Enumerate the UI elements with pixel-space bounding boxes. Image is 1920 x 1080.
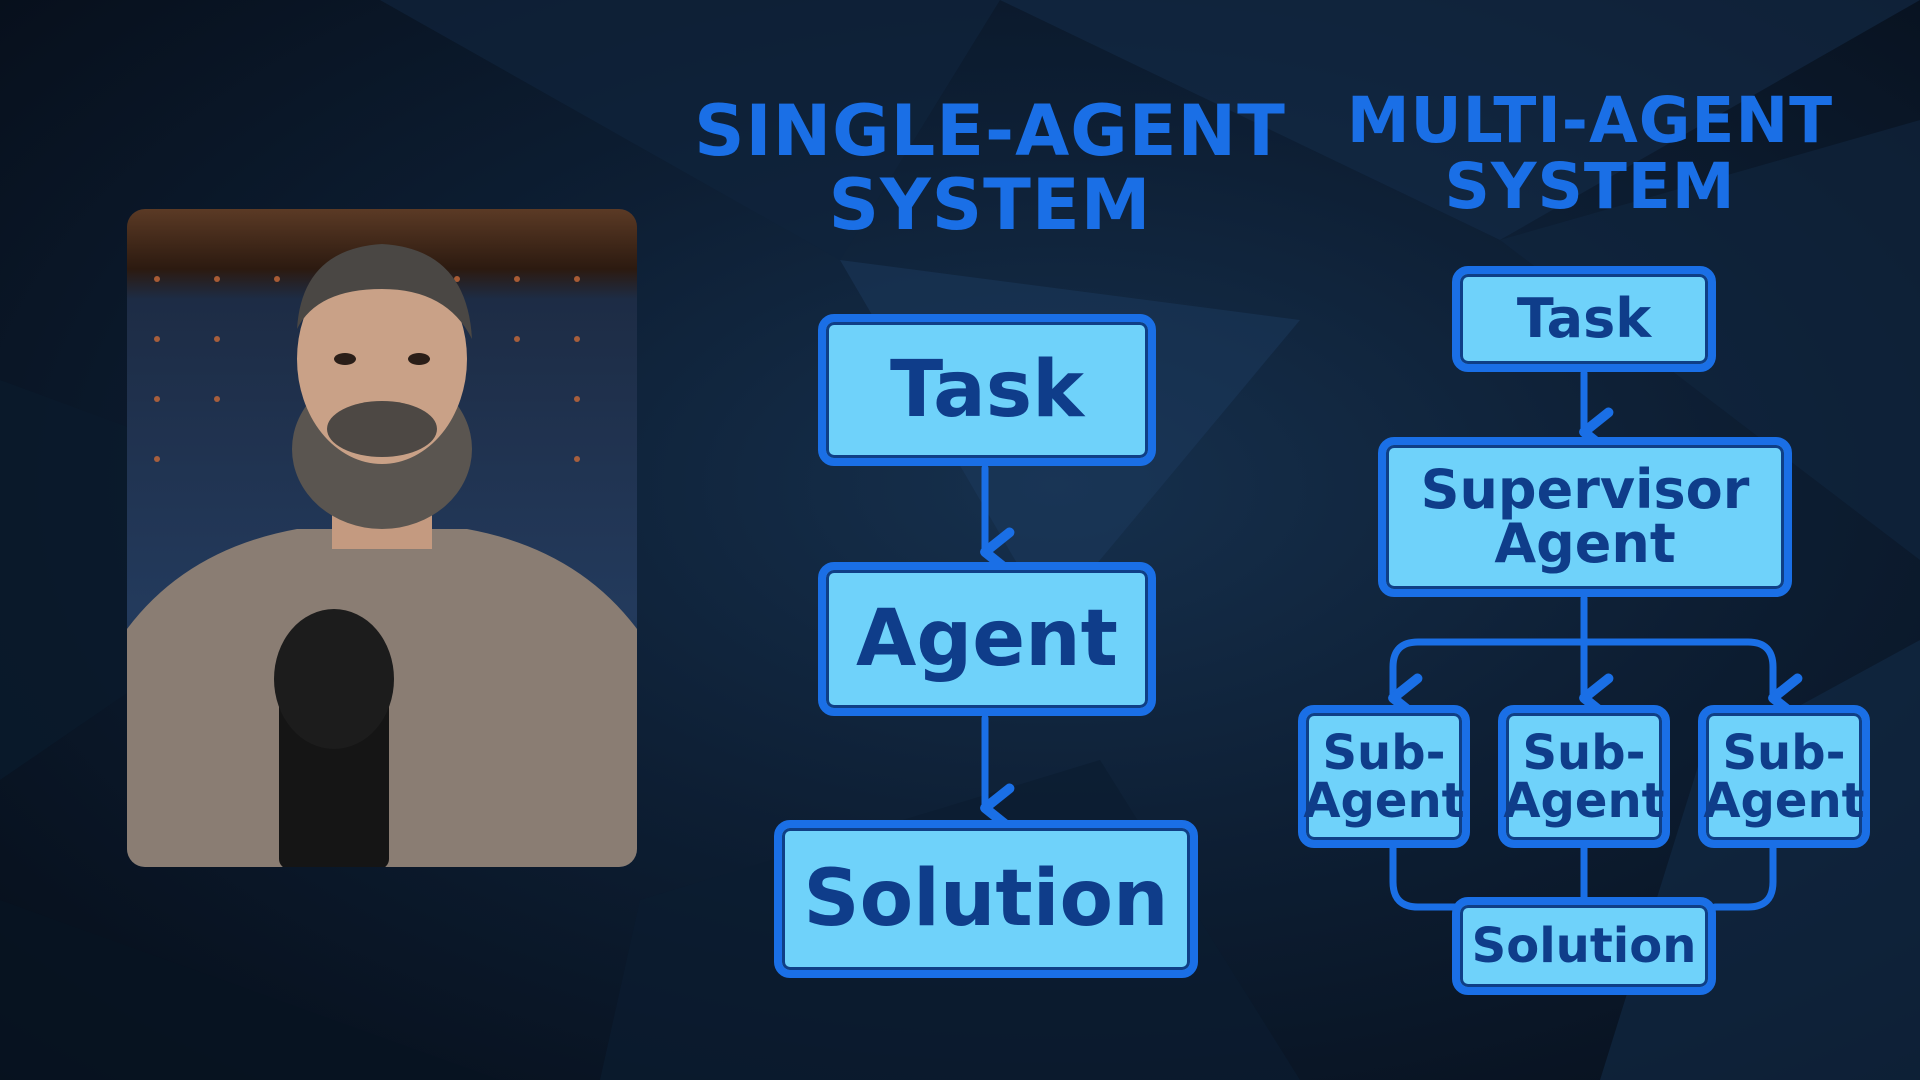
line-subagent-1-to-solution	[1389, 844, 1464, 911]
arrow-supervisor-to-subagent-1	[1388, 638, 1588, 723]
supervisor-agent-box: Supervisor Agent	[1378, 437, 1792, 597]
single-solution-box: Solution	[774, 820, 1198, 978]
subagent-box-1: Sub- Agent	[1298, 705, 1470, 848]
arrow-supervisor-to-subagent-3	[1580, 638, 1803, 723]
multi-agent-heading: MULTI-AGENT SYSTEM	[1346, 84, 1834, 224]
multi-task-box: Task	[1452, 266, 1716, 372]
multi-solution-box: Solution	[1452, 897, 1716, 995]
subagent-box-3: Sub- Agent	[1698, 705, 1870, 848]
presenter-video	[127, 209, 637, 867]
subagent-box-2: Sub- Agent	[1498, 705, 1670, 848]
line-subagent-3-to-solution	[1711, 844, 1777, 911]
single-agent-box: Agent	[818, 562, 1156, 716]
single-agent-heading: SINGLE-AGENT SYSTEM	[694, 90, 1286, 246]
single-task-box: Task	[818, 314, 1156, 466]
